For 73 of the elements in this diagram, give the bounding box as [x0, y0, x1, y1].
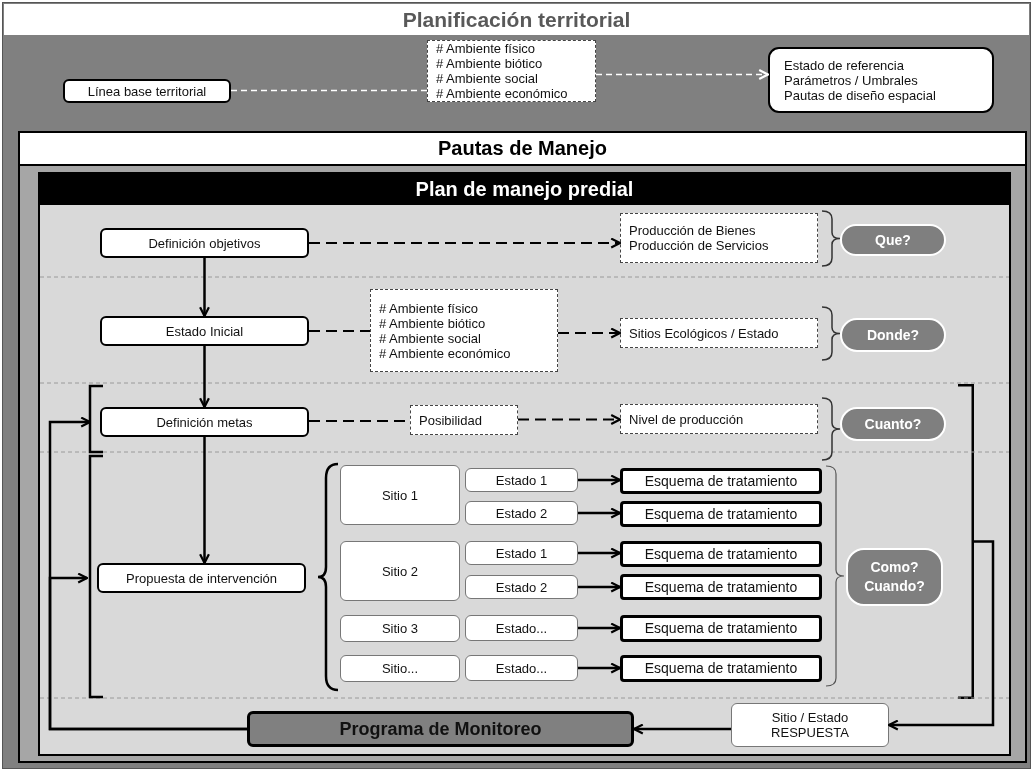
arrow [558, 327, 622, 339]
box-text: # Ambiente económico [379, 345, 512, 361]
arrow [199, 346, 210, 409]
dashed-box: Sitios Ecológicos / Estado [620, 318, 818, 348]
arrow [578, 474, 622, 486]
treatment-box: Esquema de tratamiento [620, 655, 822, 682]
arrow [48, 572, 247, 731]
box-text: Parámetros / Umbrales [784, 72, 919, 88]
dashed-box [620, 213, 818, 263]
arrow [578, 581, 622, 593]
box-text: # Ambiente físico [379, 300, 479, 316]
question-badge: Que? [840, 224, 946, 256]
box-text: # Ambiente social [379, 330, 482, 346]
site-box: Estado 1 [465, 541, 578, 565]
question-badge: Donde? [840, 318, 946, 352]
box-text: # Ambiente físico [436, 41, 536, 56]
dashed-box [370, 289, 558, 372]
box-text: Producción de Servicios [629, 238, 770, 253]
question-badge [846, 548, 943, 606]
treatment-box: Esquema de tratamiento [620, 615, 822, 642]
box-text: Pautas de diseño espacial [784, 87, 937, 103]
treatment-box: Esquema de tratamiento [620, 574, 822, 600]
box-text: RESPUESTA [771, 725, 849, 740]
process-box: Propuesta de intervención [97, 563, 306, 593]
treatment-box: Esquema de tratamiento [620, 468, 822, 494]
process-box: Estado Inicial [100, 316, 309, 346]
process-box: Definición metas [100, 407, 309, 437]
arrow [595, 69, 770, 80]
dashed-box: Nivel de producción [620, 404, 818, 434]
site-box: Sitio 3 [340, 615, 460, 642]
connector-line [309, 329, 370, 333]
arrow [199, 258, 210, 318]
box-text: # Ambiente social [436, 71, 539, 86]
site-box: Estado... [465, 655, 578, 681]
site-box: Estado 1 [465, 468, 578, 492]
panel-heading: Plan de manejo predial [40, 174, 1009, 205]
box-text: Estado de referencia [784, 57, 905, 73]
site-box [731, 703, 889, 747]
arrow [578, 622, 622, 634]
arrow [632, 723, 731, 735]
box-text: Sitio / Estado [771, 710, 849, 725]
site-box: Estado 2 [465, 501, 578, 525]
site-box: Estado... [465, 615, 578, 641]
site-box: Sitio 1 [340, 465, 460, 525]
box-text: Cuando? [864, 577, 925, 596]
arrow [578, 662, 622, 674]
process-box: Definición objetivos [100, 228, 309, 258]
arrow [578, 547, 622, 559]
process-box [768, 47, 994, 113]
arrow [887, 540, 995, 731]
question-badge: Cuanto? [840, 407, 946, 441]
dashed-box: Posibilidad [410, 405, 518, 435]
arrow [578, 507, 622, 519]
arrow [309, 237, 622, 249]
treatment-box: Esquema de tratamiento [620, 541, 822, 567]
box-text: Producción de Bienes [629, 223, 757, 238]
box-text: # Ambiente económico [436, 86, 569, 101]
box-text: # Ambiente biótico [379, 315, 487, 331]
site-box: Sitio... [340, 655, 460, 682]
box-text: # Ambiente biótico [436, 56, 544, 71]
arrow [199, 437, 210, 565]
box-text: Como? [870, 558, 919, 577]
process-box: Línea base territorial [63, 79, 231, 103]
monitoring-box: Programa de Monitoreo [247, 711, 634, 747]
site-box: Sitio 2 [340, 541, 460, 601]
dashed-box [427, 40, 596, 102]
connector-line [230, 89, 428, 92]
treatment-box: Esquema de tratamiento [620, 501, 822, 527]
arrow [518, 414, 622, 425]
panel-heading: Pautas de Manejo [20, 133, 1025, 166]
site-box: Estado 2 [465, 575, 578, 599]
panel-heading: Planificación territorial [4, 4, 1029, 35]
bracket [956, 384, 974, 699]
